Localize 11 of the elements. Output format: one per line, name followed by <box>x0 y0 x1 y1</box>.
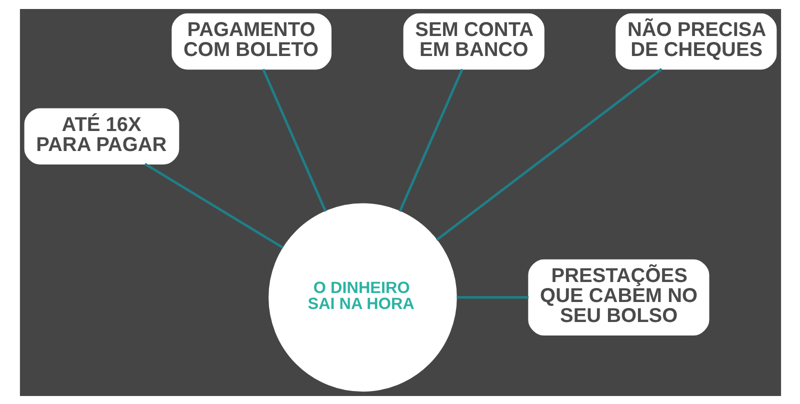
node-box: PRESTAÇÕES QUE CABEM NO SEU BOLSO <box>528 258 709 335</box>
connector <box>456 296 528 298</box>
connector <box>144 162 284 248</box>
connector <box>435 68 662 240</box>
connector <box>262 68 326 212</box>
node-circle: O DINHEIRO SAI NA HORA <box>268 202 456 392</box>
node-box: PAGAMENTO COM BOLETO <box>171 12 331 70</box>
connector <box>398 68 463 212</box>
node-box: SEM CONTA EM BANCO <box>402 12 544 70</box>
node-box: NÃO PRECISA DE CHEQUES <box>615 12 776 70</box>
node-box: ATÉ 16X PARA PAGAR <box>24 108 179 164</box>
